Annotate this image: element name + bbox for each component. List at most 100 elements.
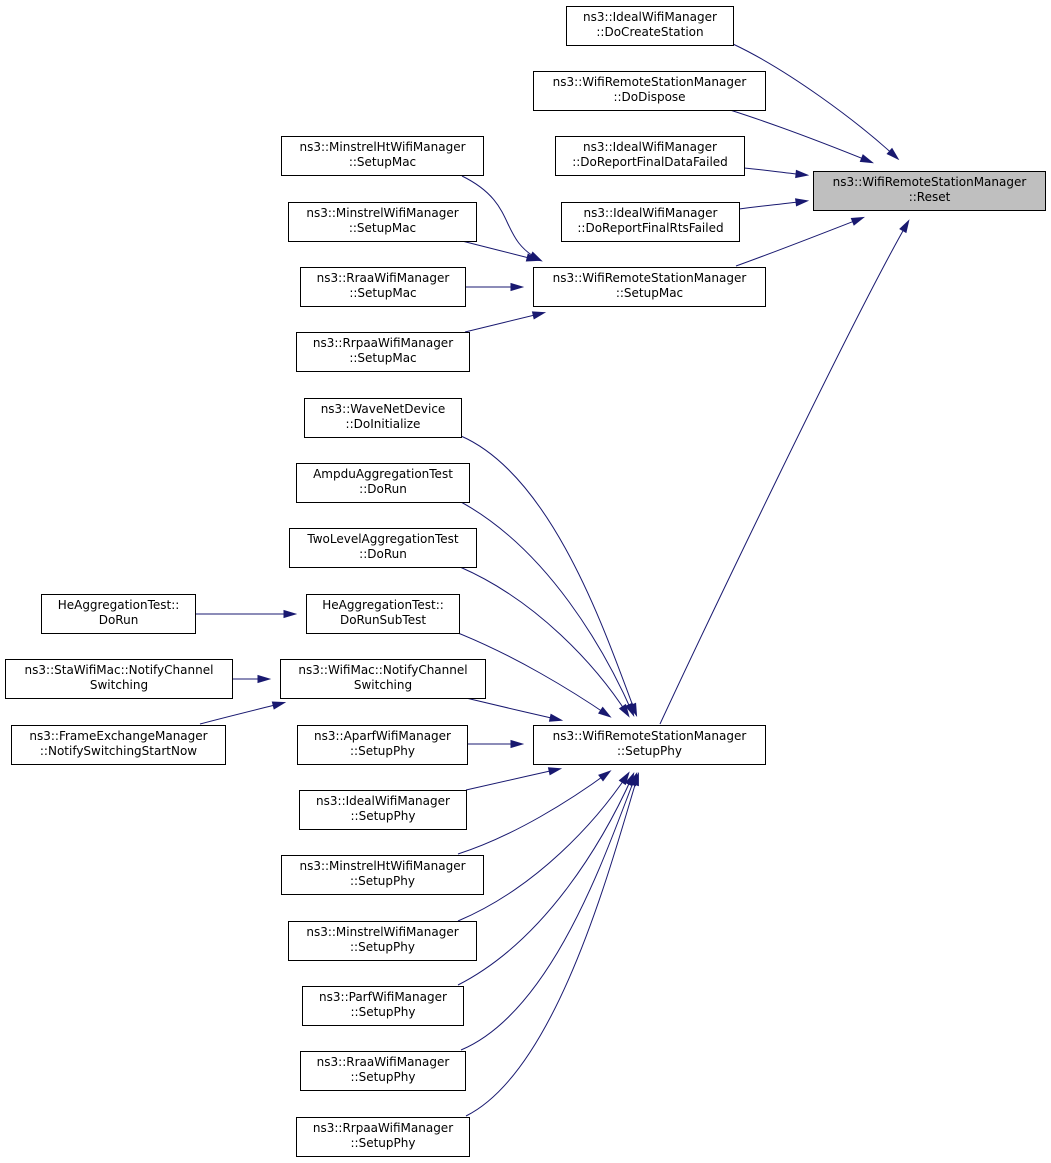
- node-parf-setupphy[interactable]: ns3::ParfWifiManager::SetupPhy: [302, 986, 464, 1026]
- edge-wrsm_dodispose-to-reset: [729, 109, 874, 164]
- node-min-setupmac[interactable]: ns3::MinstrelWifiManager::SetupMac: [288, 202, 477, 242]
- node-box: [304, 398, 462, 438]
- node-wrsm-setupmac[interactable]: ns3::WifiRemoteStationManager::SetupMac: [533, 267, 766, 307]
- node-label-line: ns3::IdealWifiManager: [584, 206, 718, 220]
- node-box: [300, 267, 466, 307]
- edge-line: [732, 43, 898, 159]
- node-label-line: ns3::RrpaaWifiManager: [313, 1121, 453, 1135]
- edge-line: [464, 312, 544, 333]
- edge-ideal_dorepdata-to-reset: [743, 167, 810, 179]
- node-fem-notify[interactable]: ns3::FrameExchangeManager::NotifySwitchi…: [11, 725, 226, 765]
- node-label-line: ::DoDispose: [613, 90, 685, 104]
- edge-min_setupphy-to-wrsm_setupphy: [457, 771, 630, 922]
- node-box: [280, 659, 486, 699]
- node-label-line: ns3::MinstrelHtWifiManager: [299, 140, 465, 154]
- edge-line: [465, 774, 639, 1117]
- node-label-line: ::SetupMac: [349, 286, 416, 300]
- node-label-line: ::DoReportFinalDataFailed: [572, 155, 728, 169]
- node-minht-setupphy[interactable]: ns3::MinstrelHtWifiManager::SetupPhy: [281, 855, 484, 895]
- node-wrsm-setupphy[interactable]: ns3::WifiRemoteStationManager::SetupPhy: [533, 725, 766, 765]
- node-ampdu-dorun[interactable]: AmpduAggregationTest::DoRun: [296, 463, 470, 503]
- arrowhead: [598, 770, 612, 782]
- node-box: [533, 71, 766, 111]
- node-label-line: ns3::FrameExchangeManager: [29, 729, 207, 743]
- node-label-line: HeAggregationTest::: [322, 598, 444, 612]
- node-rraa-setupphy[interactable]: ns3::RraaWifiManager::SetupPhy: [300, 1051, 466, 1091]
- node-twolevel-dorun[interactable]: TwoLevelAggregationTest::DoRun: [289, 528, 477, 568]
- node-box: [5, 659, 233, 699]
- edge-line: [659, 221, 909, 725]
- node-label-line: ::SetupMac: [349, 155, 416, 169]
- node-label-line: ns3::WifiMac::NotifyChannel: [298, 663, 467, 677]
- node-box: [281, 855, 484, 895]
- node-box: [813, 171, 1046, 211]
- node-ideal-dorepdata[interactable]: ns3::IdealWifiManager::DoReportFinalData…: [555, 136, 745, 176]
- edge-ampdu_dorun-to-wrsm_setupphy: [460, 501, 635, 717]
- node-label-line: Switching: [90, 678, 148, 692]
- node-box: [533, 267, 766, 307]
- node-rrpaa-setupmac[interactable]: ns3::RrpaaWifiManager::SetupMac: [296, 332, 470, 372]
- node-ideal-setupphy[interactable]: ns3::IdealWifiManager::SetupPhy: [299, 790, 467, 830]
- node-label-line: ::SetupPhy: [351, 1070, 416, 1084]
- node-ideal-docreate[interactable]: ns3::IdealWifiManager::DoCreateStation: [566, 6, 734, 46]
- node-rrpaa-setupphy[interactable]: ns3::RrpaaWifiManager::SetupPhy: [296, 1117, 470, 1157]
- node-box: [296, 1117, 470, 1157]
- node-wave-doinit[interactable]: ns3::WaveNetDevice::DoInitialize: [304, 398, 462, 438]
- node-label-line: DoRunSubTest: [340, 613, 426, 627]
- node-label-line: ns3::RrpaaWifiManager: [313, 336, 453, 350]
- edge-wrsm_setupmac-to-reset: [735, 216, 865, 267]
- node-label-line: ns3::WaveNetDevice: [321, 402, 446, 416]
- graph-nodes: ns3::WifiRemoteStationManager::Resetns3:…: [5, 6, 1046, 1157]
- node-label-line: ::SetupPhy: [351, 809, 416, 823]
- node-min-setupphy[interactable]: ns3::MinstrelWifiManager::SetupPhy: [288, 921, 477, 961]
- node-label-line: ::NotifySwitchingStartNow: [40, 744, 197, 758]
- edge-line: [457, 632, 610, 717]
- edge-line: [465, 697, 561, 721]
- graph-edges: [195, 43, 910, 1117]
- node-he-dorun[interactable]: HeAggregationTest::DoRun: [41, 594, 196, 634]
- node-label-line: ns3::AparfWifiManager: [314, 729, 451, 743]
- edge-he_dorunsub-to-wrsm_setupphy: [457, 632, 612, 718]
- arrowhead: [899, 219, 910, 234]
- node-label-line: ::SetupPhy: [350, 744, 415, 758]
- arrowhead: [598, 706, 612, 718]
- node-label-line: ns3::IdealWifiManager: [583, 140, 717, 154]
- node-label-line: ::SetupMac: [349, 221, 416, 235]
- edge-sta_notify-to-wifimac_notify: [232, 674, 272, 684]
- edge-line: [465, 768, 560, 791]
- arrowhead: [510, 739, 525, 749]
- node-ideal-doreprts[interactable]: ns3::IdealWifiManager::DoReportFinalRtsF…: [561, 202, 740, 242]
- node-label-line: ns3::RraaWifiManager: [317, 271, 450, 285]
- node-label-line: ::DoCreateStation: [596, 25, 703, 39]
- node-minht-setupmac[interactable]: ns3::MinstrelHtWifiManager::SetupMac: [281, 136, 484, 176]
- edge-rrpaa_setupphy-to-wrsm_setupphy: [465, 771, 639, 1117]
- arrowhead: [547, 767, 563, 776]
- node-wrsm-dodispose[interactable]: ns3::WifiRemoteStationManager::DoDispose: [533, 71, 766, 111]
- arrowhead: [850, 216, 865, 226]
- edge-rraa_setupmac-to-wrsm_setupmac: [465, 282, 525, 292]
- node-label-line: HeAggregationTest::: [58, 598, 180, 612]
- node-label-line: ::Reset: [909, 190, 951, 204]
- node-box: [296, 332, 470, 372]
- node-label-line: DoRun: [99, 613, 139, 627]
- node-he-dorunsub[interactable]: HeAggregationTest::DoRunSubTest: [306, 594, 460, 634]
- node-box: [11, 725, 226, 765]
- node-label-line: ::DoRun: [359, 547, 407, 561]
- arrowhead: [795, 169, 810, 179]
- node-box: [299, 790, 467, 830]
- node-aparf-setupphy[interactable]: ns3::AparfWifiManager::SetupPhy: [297, 725, 468, 765]
- arrowhead: [531, 311, 547, 320]
- node-box: [302, 986, 464, 1026]
- arrowhead: [624, 702, 635, 717]
- arrowhead: [886, 147, 900, 161]
- node-label-line: ::DoReportFinalRtsFailed: [577, 221, 723, 235]
- node-label-line: ns3::ParfWifiManager: [319, 990, 447, 1004]
- node-box: [41, 594, 196, 634]
- edge-line: [460, 774, 637, 1051]
- edge-parf_setupphy-to-wrsm_setupphy: [457, 772, 635, 986]
- node-label-line: ns3::IdealWifiManager: [583, 10, 717, 24]
- node-rraa-setupmac[interactable]: ns3::RraaWifiManager::SetupMac: [300, 267, 466, 307]
- arrowhead: [548, 713, 564, 722]
